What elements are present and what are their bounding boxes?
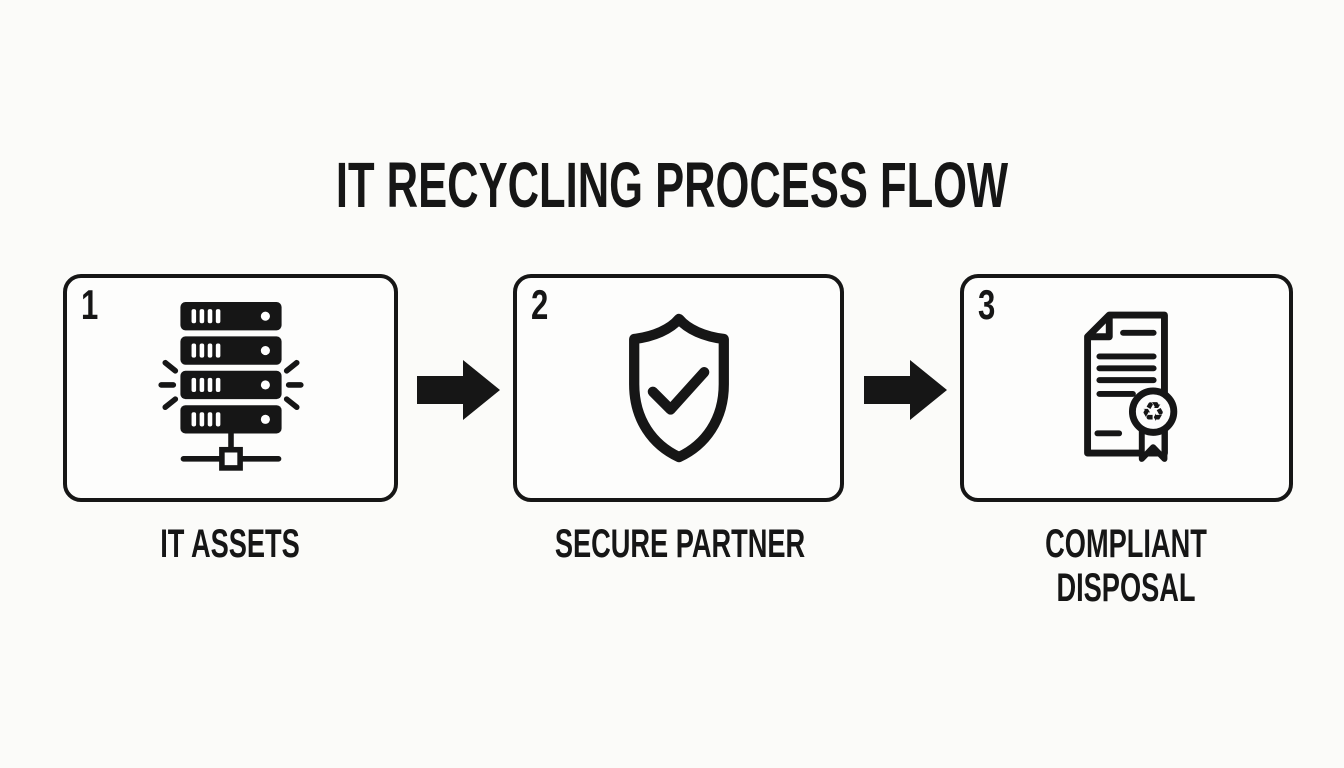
step-number-2: 2 — [531, 281, 549, 328]
step-box-secure-partner: 2 — [513, 274, 844, 502]
diagram-title: IT RECYCLING PROCESS FLOW — [335, 149, 1009, 221]
shield-check-icon — [609, 309, 749, 467]
step-label-it-assets: IT ASSETS — [160, 522, 300, 566]
arrow-right-icon — [864, 359, 948, 421]
step-label-compliant-disposal: COMPLIANT DISPOSAL — [1045, 522, 1207, 610]
step-box-compliant-disposal: 3 ♻ — [960, 274, 1293, 502]
step-label-secure-partner: SECURE PARTNER — [554, 522, 806, 566]
step-number-1: 1 — [81, 281, 99, 328]
step-number-3: 3 — [978, 281, 996, 328]
step-box-it-assets: 1 — [63, 274, 398, 502]
recycle-symbol: ♻ — [1141, 397, 1165, 428]
arrow-right-icon — [417, 359, 501, 421]
certificate-recycle-icon: ♻ — [1058, 307, 1196, 470]
server-stack-icon — [155, 302, 307, 474]
